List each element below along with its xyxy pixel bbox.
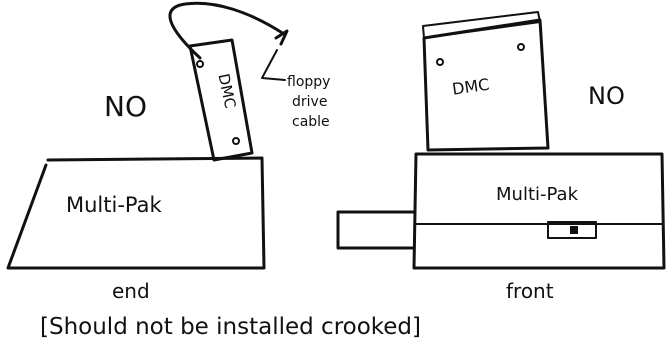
multipak-label-right: Multi-Pak	[496, 184, 579, 205]
cable-label-line2: drive	[292, 94, 327, 110]
footer-note: [Should not be installed crooked]	[40, 314, 421, 340]
caption-front: front	[506, 279, 554, 303]
cable-callout-line	[262, 50, 285, 80]
multipak-label-left: Multi-Pak	[66, 193, 162, 217]
cable-arrow-head	[276, 31, 287, 44]
caption-end: end	[112, 279, 150, 303]
right-view: DMC NO Multi-Pak front	[338, 12, 664, 303]
cartridge-screw-hole	[233, 138, 239, 144]
dmc-label-left: DMC	[214, 72, 239, 110]
cartridge-screw-hole	[197, 61, 203, 67]
floppy-cable	[170, 3, 284, 58]
multipak-front-body	[414, 154, 664, 268]
left-view: DMC NO floppy drive cable Multi-Pak end	[8, 3, 330, 303]
verdict-no-right: NO	[588, 82, 625, 110]
cartridge-screw-hole	[437, 59, 443, 65]
cable-label-line1: floppy	[287, 74, 330, 90]
cable-label-line3: cable	[292, 114, 330, 130]
cartridge-screw-hole	[518, 44, 524, 50]
dmc-label-right: DMC	[451, 75, 491, 99]
computer-connector	[338, 212, 414, 248]
verdict-no-left: NO	[104, 90, 147, 123]
multipak-slot-knob	[570, 226, 578, 234]
